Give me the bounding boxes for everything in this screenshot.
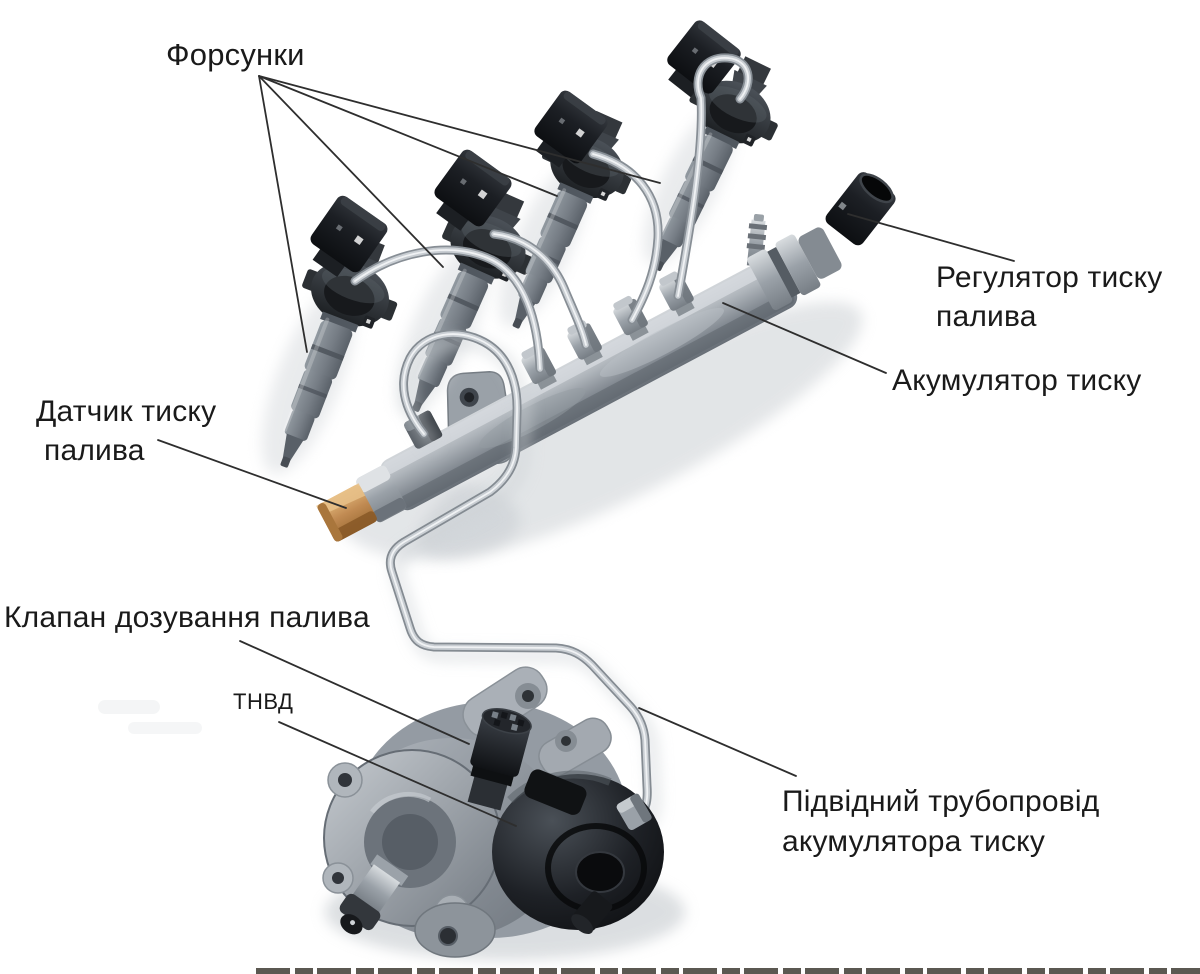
- supply-pipe: [385, 329, 661, 829]
- label-injectors: Форсунки: [166, 37, 305, 72]
- label-pressure-sensor-line1: Датчик тиску: [36, 395, 217, 428]
- label-pressure-regulator: Регулятор тиску палива: [936, 258, 1162, 336]
- leader-injector-2: [258, 75, 444, 268]
- leader-pressure-regulator: [847, 213, 1015, 262]
- fuel-pressure-sensor: [316, 465, 407, 542]
- high-pressure-pipes: [350, 53, 753, 374]
- injector-pipe-3: [588, 149, 663, 325]
- leader-injector-3: [258, 75, 558, 197]
- leader-injector-4: [258, 75, 661, 184]
- metering-valve-arm: [524, 769, 587, 815]
- label-pressure-sensor-line2: палива: [44, 434, 145, 467]
- pump-drive-shaft: [339, 854, 409, 935]
- fuel-metering-valve: [467, 707, 532, 811]
- injector-pipe-2: [489, 229, 591, 350]
- injector-pipe-4: [673, 53, 753, 301]
- label-pressure-sensor: Датчик тиску палива: [36, 392, 216, 470]
- label-pump-abbr: ТНВД: [233, 689, 294, 714]
- label-supply-pipe: Підвідний трубопровід акумулятора тиску: [782, 782, 1099, 862]
- fuel-rail-accumulator: [316, 257, 798, 542]
- label-pressure-regulator-line2: палива: [936, 300, 1037, 333]
- leader-lines: [157, 75, 1015, 827]
- label-pressure-regulator-line1: Регулятор тиску: [936, 261, 1163, 294]
- leader-supply-pipe: [638, 707, 797, 777]
- leader-metering-valve: [239, 640, 470, 745]
- pump-inlet-fitting: [616, 793, 652, 831]
- regulator-connector: [825, 172, 896, 246]
- leader-accumulator: [722, 302, 887, 374]
- watermark-smudge: [98, 700, 202, 734]
- label-supply-pipe-line1: Підвідний трубопровід: [782, 785, 1100, 818]
- label-supply-pipe-line2: акумулятора тиску: [782, 825, 1046, 858]
- leader-pump: [278, 721, 517, 827]
- fuel-pressure-regulator: [747, 172, 896, 311]
- leader-pressure-sensor: [157, 439, 347, 509]
- label-accumulator: Акумулятор тиску: [892, 364, 1142, 397]
- leader-injector-1: [258, 75, 308, 353]
- injector-pipe-1: [350, 245, 545, 374]
- label-metering-valve: Клапан дозування палива: [4, 601, 370, 634]
- high-pressure-pump: [322, 666, 664, 958]
